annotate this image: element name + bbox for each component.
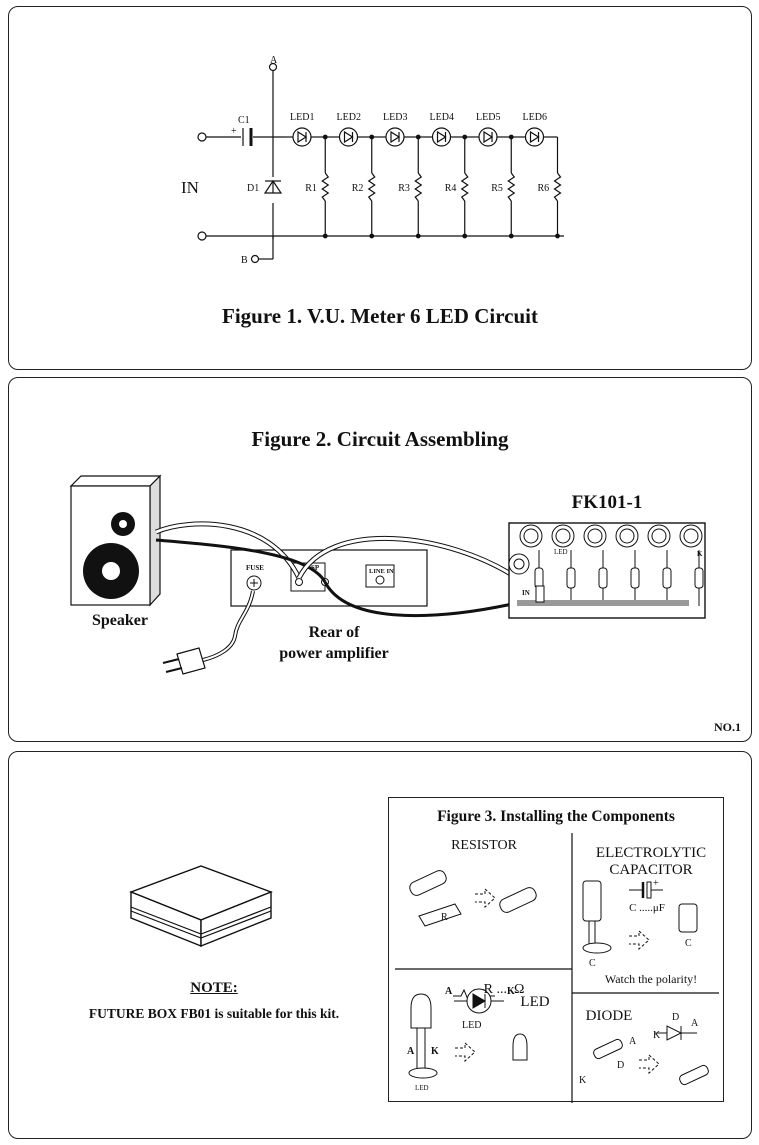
pcb-resistor-3 (598, 550, 608, 606)
diode-art-anode: A (629, 1036, 637, 1047)
capacitor-mark-2: C (685, 938, 692, 949)
led-icon (408, 988, 528, 1079)
led-symbol-label: LED (462, 1020, 481, 1031)
note-title: NOTE: (190, 980, 238, 996)
resistor-symbol-3 (414, 134, 423, 239)
capacitor-icon (582, 880, 698, 954)
figure1-title: Figure 1. V.U. Meter 6 LED Circuit (222, 304, 538, 328)
pcb-led-5 (647, 524, 671, 548)
pcb-resistor-4 (630, 550, 640, 606)
figure3-panel: NOTE: FUTURE BOX FB01 is suitable for th… (8, 751, 752, 1139)
page-number: NO.1 (714, 720, 741, 734)
pcb-resistor-2 (566, 550, 576, 606)
fuse-label: FUSE (246, 564, 264, 572)
capacitor-label-line1: ELECTROLYTIC (595, 845, 707, 861)
pcb-led-1 (519, 524, 543, 548)
led-label-5: LED5 (476, 112, 500, 123)
resistor-icon (409, 870, 537, 1004)
resistor-label-6: R6 (538, 183, 550, 194)
led-anode-label: A (445, 986, 453, 997)
figure3-box: Figure 3. Installing the Components (388, 797, 724, 1103)
amplifier-rear-icon (230, 549, 428, 607)
pcb-resistor-5 (662, 550, 672, 606)
resistor-symbol-6 (553, 137, 562, 239)
input-label: IN (181, 178, 199, 197)
note-text: FUTURE BOX FB01 is suitable for this kit… (88, 1006, 340, 1021)
diode-pcb-label: D (617, 1060, 624, 1071)
diode-label: DIODE (585, 1008, 633, 1024)
polarity-note: Watch the polarity! (604, 972, 698, 986)
node-b-label: B (241, 255, 248, 266)
pcb-board-icon (508, 522, 706, 619)
capacitor-plus: + (653, 878, 659, 889)
led-symbol-6 (524, 127, 545, 147)
led-label-1: LED1 (290, 112, 314, 123)
amp-label-line2: power amplifier (279, 645, 389, 662)
pcb-led-label: LED (554, 548, 568, 556)
resistor-label-4: R4 (445, 183, 457, 194)
resistor-symbol-1 (321, 134, 330, 239)
c1-plus: + (231, 126, 237, 137)
figure3-title: Figure 3. Installing the Components (437, 808, 675, 825)
speaker-icon (69, 474, 162, 607)
resistor-pcb-mark: R (441, 912, 448, 923)
pcb-led-6 (679, 524, 703, 548)
pcb-led-2 (551, 524, 575, 548)
pcb-led-3 (583, 524, 607, 548)
resistor-symbol-2 (367, 134, 376, 239)
d1-label: D1 (247, 183, 259, 194)
resistor-label-3: R3 (398, 183, 410, 194)
power-plug-icon (162, 647, 206, 675)
led-label-6: LED6 (523, 112, 547, 123)
led-symbol-5 (478, 127, 498, 147)
capacitor-label-line2: CAPACITOR (609, 862, 693, 878)
figure2-panel: Figure 2. Circuit Assembling (8, 377, 752, 742)
capacitor-pcb-mark: C (589, 958, 596, 969)
pcb-k-label: K (697, 550, 703, 558)
diode-d-label: D (672, 1012, 679, 1023)
amp-label-line1: Rear of (308, 624, 360, 641)
led-cathode-label: K (507, 986, 515, 997)
pcb-led-4 (615, 524, 639, 548)
figure2-title: Figure 2. Circuit Assembling (251, 427, 509, 451)
led-anode-pin: A (407, 1046, 415, 1057)
resistor-symbol-5 (507, 134, 516, 239)
led-symbol-3 (385, 127, 405, 147)
board-label: FK101-1 (571, 492, 643, 513)
resistor-label: RESISTOR (451, 838, 517, 853)
led-label-2: LED2 (337, 112, 361, 123)
sp-label: SP (311, 564, 320, 572)
line-in-label: LINE IN (369, 568, 394, 575)
diode-icon (593, 1025, 709, 1086)
resistor-label-5: R5 (491, 183, 503, 194)
resistor-value: R .....Ω (483, 982, 525, 997)
pcb-in-label: IN (522, 589, 530, 597)
resistor-label-1: R1 (305, 183, 317, 194)
resistor-symbol-4 (460, 134, 469, 239)
led-symbol-4 (431, 127, 452, 147)
pcb-resistor-6 (694, 550, 704, 606)
led-pcb-label: LED (415, 1084, 429, 1092)
diode-cathode-label: K (653, 1030, 661, 1041)
resistor-label-2: R2 (352, 183, 364, 194)
future-box-icon (129, 865, 273, 948)
components-illustration: R C C + A K A K LED LED K A D A K D (395, 833, 719, 1103)
diode-anode-label: A (691, 1018, 699, 1029)
c1-label: C1 (238, 115, 250, 126)
led-label-4: LED4 (430, 112, 454, 123)
led-symbol-1 (292, 127, 312, 147)
led-cathode-pin: K (431, 1046, 439, 1057)
assembly-illustration: LED IN K FUSE SP LINE IN (69, 474, 706, 675)
led-symbol-2 (338, 127, 359, 147)
node-a-label: A (270, 55, 278, 66)
capacitor-value: C .....μF (629, 902, 665, 914)
diode-art-cathode: K (579, 1075, 587, 1086)
speaker-label: Speaker (92, 612, 148, 629)
led-label: LED (520, 994, 550, 1010)
led-label-3: LED3 (383, 112, 407, 123)
